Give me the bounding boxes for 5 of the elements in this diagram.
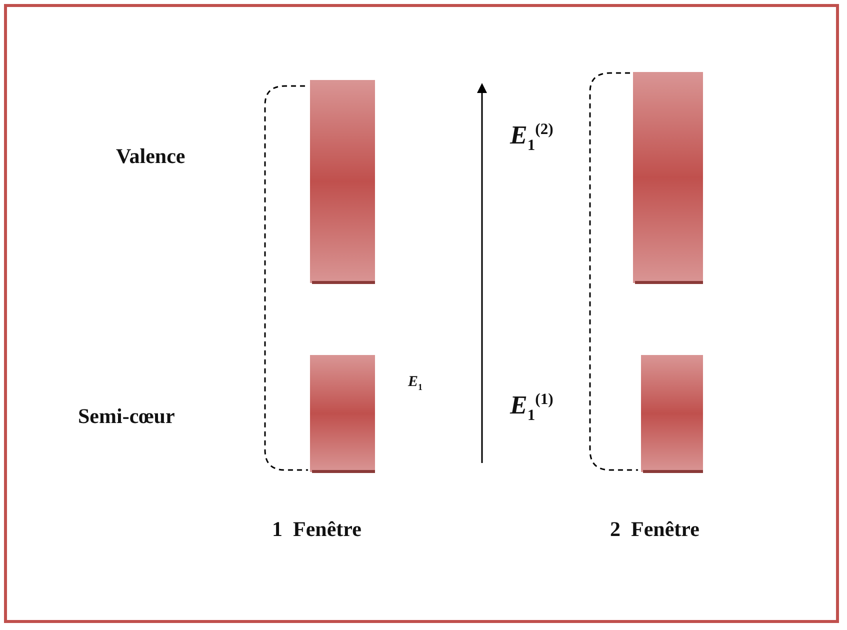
energy-label: E$_{1}$ <box>408 375 423 392</box>
window-label: 2 Fenêtre <box>610 519 700 540</box>
window-label: 1 Fenêtre <box>272 519 362 540</box>
band-label: Semi-cœur <box>78 406 175 427</box>
band-label: Valence <box>116 146 186 167</box>
